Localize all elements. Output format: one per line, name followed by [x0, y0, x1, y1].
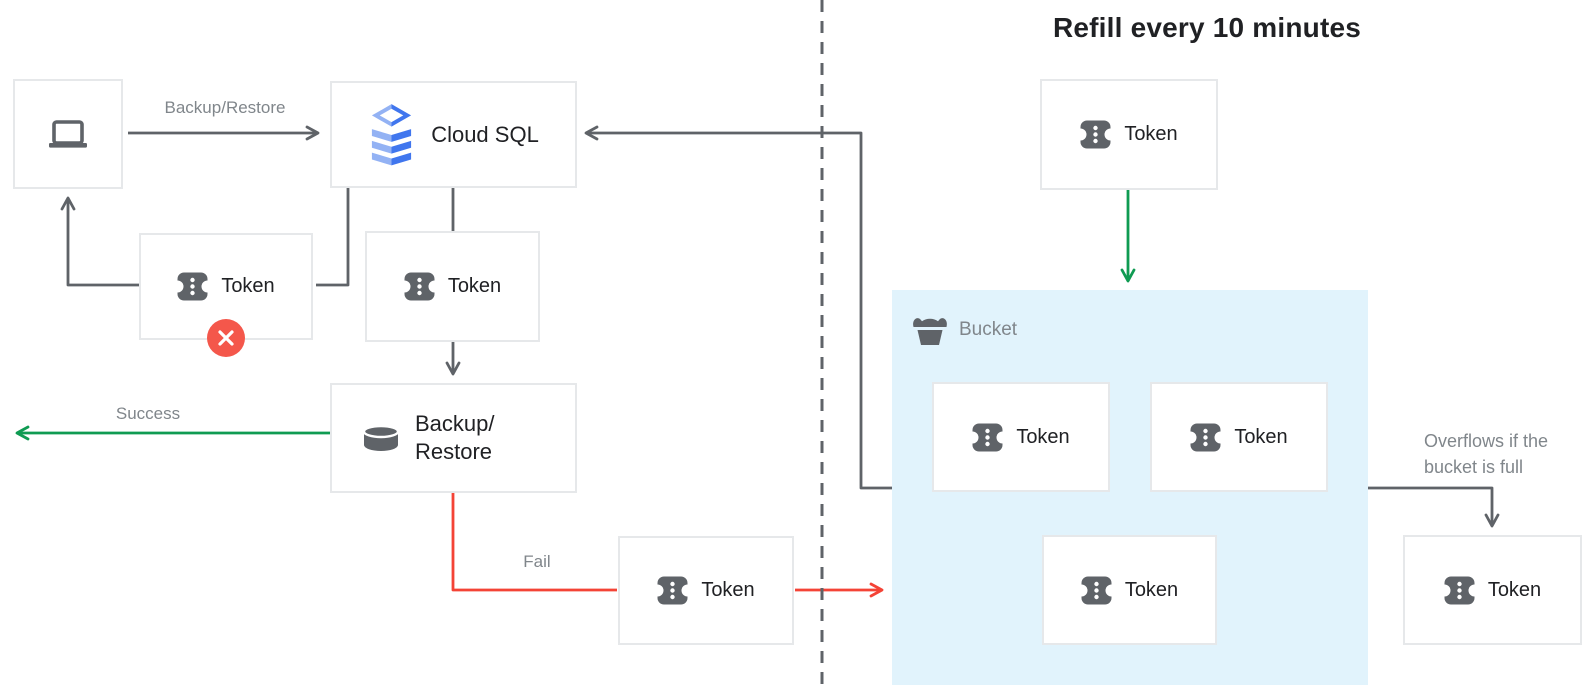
token-label: Token: [1124, 578, 1179, 601]
bucket-token-node: Token: [932, 382, 1110, 492]
bucket-icon: [913, 318, 947, 345]
bucket-token-node: Token: [1042, 535, 1217, 645]
cloud-sql-label: Cloud SQL: [431, 121, 539, 147]
laptop-icon: [49, 119, 87, 148]
token-icon: [177, 272, 208, 301]
token-icon: [972, 423, 1003, 451]
cloudsql-token-node: Token: [365, 231, 540, 342]
refill-token-node: Token: [1040, 79, 1218, 190]
backup-restore-label: Backup/ Restore: [415, 411, 495, 464]
cloud-sql-node: Cloud SQL: [330, 81, 577, 188]
token-label: Token: [221, 275, 275, 297]
x-icon: [218, 330, 234, 346]
edge-label-success: Success: [115, 404, 181, 423]
arrow-bucket-to-cloudsql: [584, 125, 892, 490]
arrow-bucket-overflow: [1368, 486, 1500, 528]
token-icon: [657, 576, 688, 605]
token-label: Token: [1234, 425, 1288, 448]
arrow-client-token-to-client: [60, 196, 139, 287]
edge-label-fail: Fail: [523, 552, 551, 571]
token-label: Token: [447, 275, 502, 297]
token-label: Token: [1016, 425, 1070, 448]
edge-label-backup-restore: Backup/Restore: [164, 98, 286, 117]
token-icon: [1081, 576, 1112, 604]
cloud-sql-icon: [372, 103, 412, 165]
bucket-label: Bucket: [959, 318, 1018, 340]
error-badge: [207, 319, 245, 357]
token-label: Token: [1124, 123, 1178, 145]
overflow-token-node: Token: [1403, 535, 1582, 645]
line-cloudsql-to-client-token: [316, 188, 350, 287]
token-icon: [1190, 423, 1221, 451]
token-icon: [1080, 120, 1111, 149]
database-icon: [362, 424, 400, 451]
token-label: Token: [1487, 578, 1542, 601]
token-icon: [1444, 576, 1475, 604]
bucket-token-node: Token: [1150, 382, 1328, 492]
fail-token-node: Token: [618, 536, 794, 645]
line-fail-elbow: [451, 493, 617, 592]
bucket-header: Bucket: [911, 314, 1017, 345]
token-label: Token: [701, 579, 755, 601]
backup-restore-node: Backup/ Restore: [330, 383, 577, 493]
client-node: [13, 79, 123, 189]
diagram-title: Refill every 10 minutes: [1052, 12, 1362, 43]
token-icon: [404, 272, 435, 301]
edge-label-overflow: Overflows if the bucket is full: [1424, 431, 1549, 477]
